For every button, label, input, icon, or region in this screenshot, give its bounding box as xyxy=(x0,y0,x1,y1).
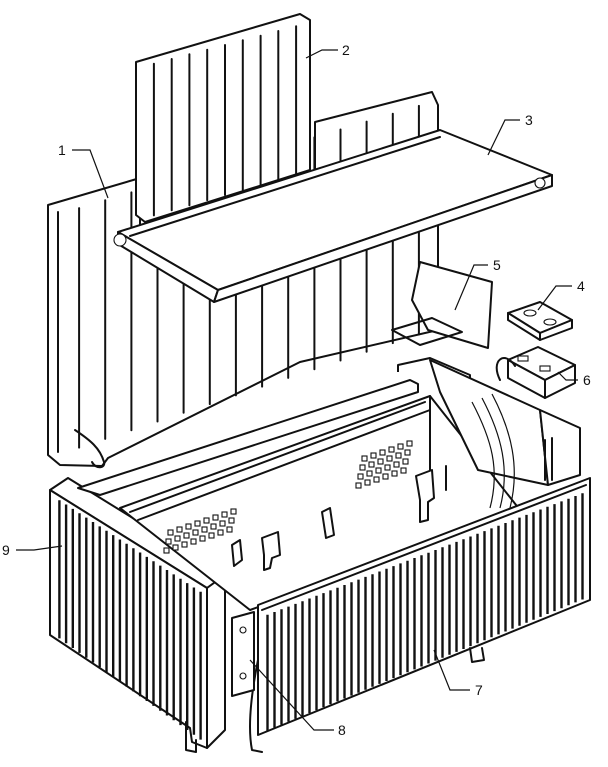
part-6-connector xyxy=(495,346,576,399)
vent-slot xyxy=(355,482,362,489)
vent-slot xyxy=(167,529,174,536)
vent-slot xyxy=(373,476,380,483)
part-8-bracket xyxy=(231,611,255,697)
vent-slot xyxy=(172,544,179,551)
part-5-flap xyxy=(391,261,493,349)
vent-slot xyxy=(406,440,413,447)
vent-slot xyxy=(391,470,398,477)
vent-slot xyxy=(183,532,190,539)
base-tray xyxy=(77,357,581,611)
vent-slot xyxy=(212,514,219,521)
callout-4: 4 xyxy=(577,278,585,294)
part-3-top-cover xyxy=(113,129,553,303)
callout-3: 3 xyxy=(525,112,533,128)
vent-slot xyxy=(359,464,366,471)
vent-slot xyxy=(201,526,208,533)
vent-slot xyxy=(228,517,235,524)
vent-slot xyxy=(397,443,404,450)
vent-slot xyxy=(357,473,364,480)
part-9-end-cap xyxy=(49,477,226,753)
callout-labels: 1 2 3 4 5 6 7 8 9 xyxy=(2,42,591,738)
vent-slot xyxy=(230,508,237,515)
vent-slot xyxy=(364,479,371,486)
vent-slot xyxy=(402,458,409,465)
callout-5: 5 xyxy=(493,257,501,273)
part-2-paper-guide xyxy=(135,13,311,223)
vent-slot xyxy=(361,455,368,462)
callout-1: 1 xyxy=(58,142,66,158)
vent-slot xyxy=(199,535,206,542)
leader-lines xyxy=(16,49,578,731)
vent-slot xyxy=(194,520,201,527)
vent-slot xyxy=(382,473,389,480)
vent-slot xyxy=(176,526,183,533)
vent-slot xyxy=(192,529,199,536)
vent-slot xyxy=(375,467,382,474)
vent-slot xyxy=(370,452,377,459)
callout-6: 6 xyxy=(583,372,591,388)
vent-slot xyxy=(203,517,210,524)
part-7-front-cover xyxy=(249,477,591,753)
callout-9: 9 xyxy=(2,542,10,558)
vent-slot xyxy=(217,529,224,536)
vent-slot xyxy=(208,532,215,539)
vent-slot xyxy=(190,538,197,545)
vent-slot xyxy=(377,458,384,465)
vent-slot xyxy=(395,452,402,459)
callout-8: 8 xyxy=(338,722,346,738)
callout-7: 7 xyxy=(475,682,483,698)
vent-slot xyxy=(388,446,395,453)
vent-slot xyxy=(221,511,228,518)
vent-slot xyxy=(400,467,407,474)
vent-slot xyxy=(393,461,400,468)
part-4-clip xyxy=(507,301,573,341)
vent-slot xyxy=(386,455,393,462)
vent-slot xyxy=(165,538,172,545)
vent-slot xyxy=(366,470,373,477)
vent-slot xyxy=(368,461,375,468)
vent-slot xyxy=(384,464,391,471)
vent-slot xyxy=(226,526,233,533)
vent-slot xyxy=(174,535,181,542)
vent-slot xyxy=(163,547,170,554)
vent-slot xyxy=(379,449,386,456)
vent-slot xyxy=(181,541,188,548)
vent-slot xyxy=(210,523,217,530)
vent-slot xyxy=(185,523,192,530)
vent-slot xyxy=(219,520,226,527)
vent-slot xyxy=(404,449,411,456)
callout-2: 2 xyxy=(342,42,350,58)
